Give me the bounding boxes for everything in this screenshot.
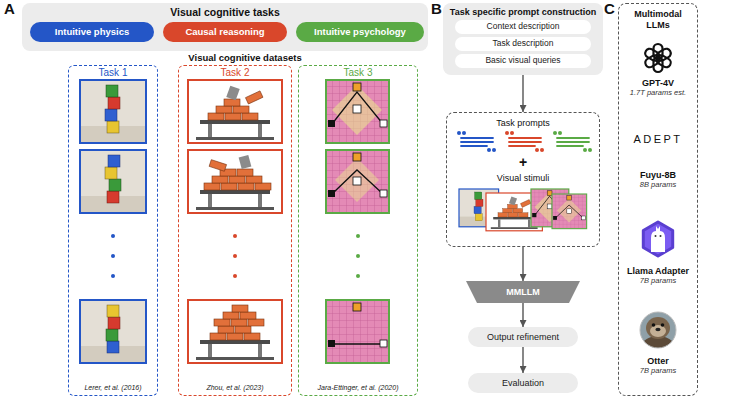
node-text: Intuitive physics [55, 27, 129, 38]
node-text: Evaluation [502, 378, 544, 388]
process-pill: Output refinement [468, 327, 578, 347]
task-pill: Intuitive physics [30, 22, 154, 42]
input-box: Task prompts + Visual stimuli [446, 112, 600, 247]
logo-text: ADEPT [633, 133, 682, 146]
node-text: Task description [493, 39, 554, 49]
flow-arrow [522, 247, 523, 281]
flow-arrow [522, 303, 523, 327]
model-trapezoid: MMLLM [466, 281, 580, 303]
node-text: Multimodal LLMs [624, 9, 692, 31]
model-list-box: Multimodal LLMs [618, 3, 698, 396]
node-text: Causal reasoning [185, 27, 264, 38]
dataset-box: Task 1 Lerer, et al. (2016) [68, 65, 158, 396]
node-text: Task prompts [496, 118, 550, 128]
model-size: 7B params [640, 367, 676, 376]
node-text: Jara-Ettinger, et al. (2020) [318, 384, 399, 392]
node-text: + [519, 155, 527, 169]
panel-letter: C [604, 0, 615, 17]
node-text: Intuitive psychology [314, 27, 406, 38]
node-text: Task specific prompt construction [450, 7, 596, 17]
node-text: Visual stimuli [497, 173, 549, 183]
prompt-pill: Task description [455, 37, 591, 51]
model-size: 7B params [640, 277, 676, 286]
model-name: Llama Adapter [627, 266, 689, 276]
model-name: Fuyu-8B [640, 170, 676, 180]
model-name: Otter [647, 356, 669, 366]
panel-letter: A [4, 0, 15, 17]
task-pill: Causal reasoning [163, 22, 287, 42]
node-text: Zhou, et al. (2023) [206, 384, 263, 392]
model-size: 8B params [640, 181, 676, 190]
model-size: 1.7T params est. [630, 89, 686, 98]
node-text: MMLLM [506, 287, 540, 297]
section-heading: Visual cognitive datasets [188, 52, 301, 63]
flow-arrow [522, 75, 523, 112]
dataset-box: Task 3 Jara-Ettinger, et al. (2020) [298, 65, 418, 396]
node-text: Output refinement [487, 332, 559, 342]
node-text: Task 1 [99, 67, 128, 79]
node-text: Basic visual queries [485, 56, 560, 66]
dataset-box: Task 2 Zhou, et al. (2023) [178, 65, 292, 396]
process-pill: Evaluation [468, 373, 578, 393]
prompt-pill: Basic visual queries [455, 54, 591, 68]
node-text: Visual cognitive tasks [170, 6, 280, 18]
node-text: Lerer, et al. (2016) [84, 384, 141, 392]
prompt-pill: Context description [455, 20, 591, 34]
node-text: Context description [487, 22, 560, 32]
flow-arrow [522, 347, 523, 373]
task-group-panel: Visual cognitive tasksIntuitive physics C… [22, 3, 428, 51]
node-text: Task 2 [221, 67, 250, 79]
panel-letter: B [431, 0, 442, 17]
prompt-panel: Task specific prompt constructionContext… [443, 3, 603, 75]
model-name: GPT-4V [642, 78, 674, 88]
node-text: Task 3 [344, 67, 373, 79]
task-pill: Intuitive psychology [296, 22, 424, 42]
